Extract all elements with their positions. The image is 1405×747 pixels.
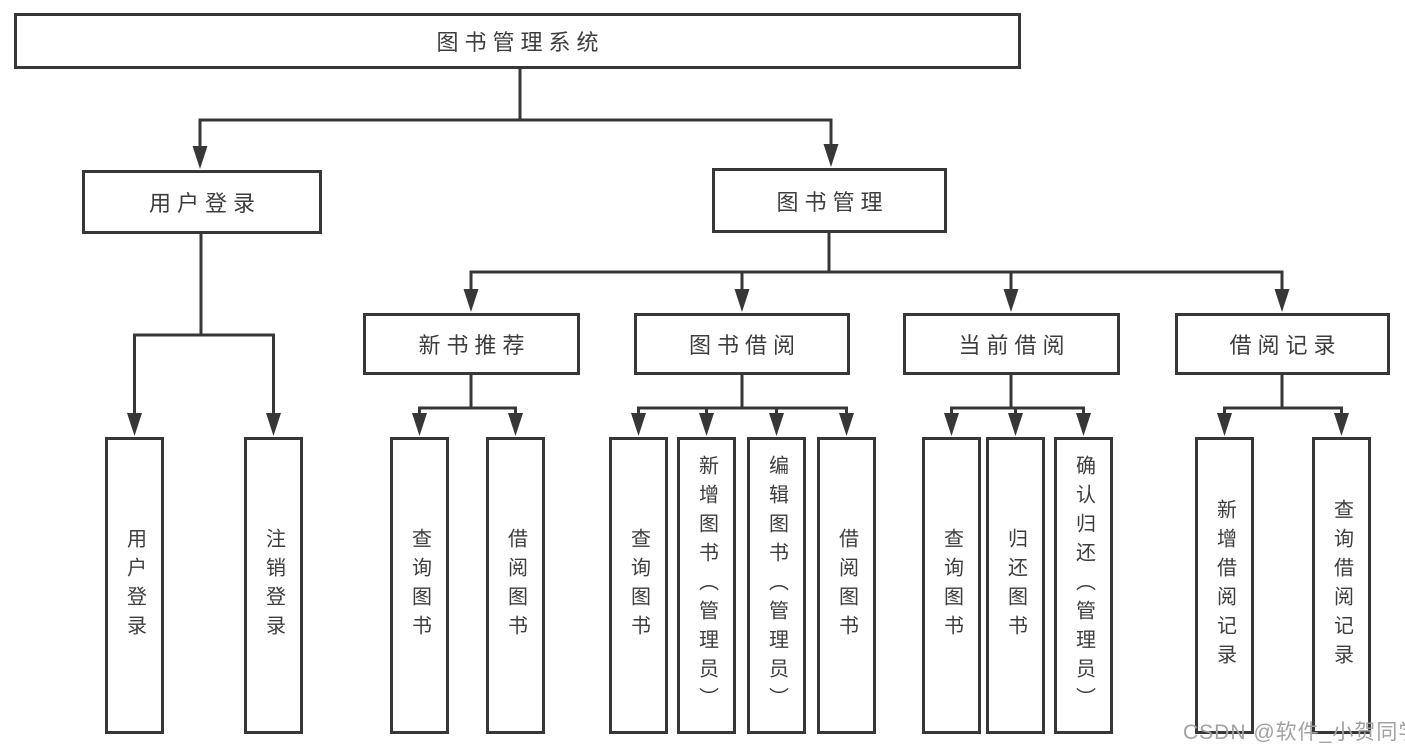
node-new-book-recommend: 新书推荐	[363, 313, 580, 375]
node-user-login: 用户登录	[82, 170, 322, 234]
node-query-books-recommend-label: 查询图书	[408, 527, 431, 644]
arrow-icon	[127, 413, 142, 436]
node-borrow-books-recommend-label: 借阅图书	[504, 527, 527, 644]
connector-user-login-group	[133, 234, 275, 420]
connector-new-book-group	[418, 375, 517, 420]
node-logout-label: 注销登录	[262, 527, 285, 644]
arrow-icon	[266, 413, 281, 436]
node-borrow-books-recommend: 借阅图书	[486, 437, 545, 734]
connector-borrow-group	[637, 375, 848, 420]
arrow-icon	[1003, 289, 1019, 312]
node-return-book-label: 归还图书	[1004, 527, 1027, 644]
node-user-login-label: 用户登录	[148, 191, 261, 216]
node-edit-book-admin: 编辑图书（管理员）	[747, 437, 806, 734]
node-borrow-books-borrow-label: 借阅图书	[835, 527, 858, 644]
csdn-watermark: CSDN @软件_小贺同学	[1183, 721, 1405, 744]
node-root-label: 图书管理系统	[436, 30, 605, 55]
connector-record-group	[1223, 375, 1343, 420]
node-add-borrow-record-label: 新增借阅记录	[1213, 498, 1236, 673]
node-book-borrowing-label: 图书借阅	[688, 333, 801, 358]
node-new-book-recommend-label: 新书推荐	[418, 333, 531, 358]
arrow-icon	[508, 413, 523, 436]
node-confirm-return-admin: 确认归还（管理员）	[1054, 437, 1113, 734]
connector-current-group	[950, 375, 1085, 420]
node-borrowing-records: 借阅记录	[1175, 313, 1390, 375]
node-query-books-current: 查询图书	[922, 437, 981, 734]
node-user-login-leaf-label: 用户登录	[123, 527, 146, 644]
node-user-login-leaf: 用户登录	[105, 437, 164, 734]
arrow-icon	[944, 413, 959, 436]
arrow-icon	[699, 413, 714, 436]
node-add-book-admin: 新增图书（管理员）	[677, 437, 736, 734]
node-query-borrow-record-label: 查询借阅记录	[1330, 498, 1353, 673]
arrow-icon	[1008, 413, 1023, 436]
node-current-borrowing: 当前借阅	[903, 313, 1120, 375]
node-book-management: 图书管理	[712, 168, 947, 233]
arrow-icon	[463, 289, 479, 312]
node-current-borrowing-label: 当前借阅	[958, 333, 1071, 358]
connector-book-mgmt-group	[469, 233, 1284, 296]
arrow-icon	[734, 289, 750, 312]
arrow-icon	[1334, 413, 1349, 436]
node-return-book: 归还图书	[986, 437, 1045, 734]
arrow-icon	[823, 144, 839, 167]
arrow-icon	[412, 413, 427, 436]
arrow-icon	[839, 413, 854, 436]
arrow-icon	[1274, 289, 1290, 312]
node-query-books-current-label: 查询图书	[940, 527, 963, 644]
node-borrow-books-borrow: 借阅图书	[817, 437, 876, 734]
node-edit-book-admin-label: 编辑图书（管理员）	[765, 455, 788, 716]
arrow-icon	[1217, 413, 1232, 436]
arrow-icon	[192, 146, 208, 169]
arrow-icon	[631, 413, 646, 436]
node-query-books-borrow-label: 查询图书	[627, 527, 650, 644]
node-query-books-borrow: 查询图书	[609, 437, 668, 734]
node-logout: 注销登录	[244, 437, 303, 734]
node-query-borrow-record: 查询借阅记录	[1312, 437, 1371, 734]
node-confirm-return-admin-label: 确认归还（管理员）	[1072, 455, 1095, 716]
node-book-management-label: 图书管理	[776, 189, 889, 215]
node-book-borrowing: 图书借阅	[634, 313, 850, 375]
node-root: 图书管理系统	[14, 13, 1021, 69]
node-query-books-recommend: 查询图书	[390, 437, 449, 734]
node-add-book-admin-label: 新增图书（管理员）	[695, 455, 718, 716]
connector-root	[198, 69, 833, 150]
arrow-icon	[769, 413, 784, 436]
arrow-icon	[1076, 413, 1091, 436]
node-add-borrow-record: 新增借阅记录	[1195, 437, 1254, 734]
node-borrowing-records-label: 借阅记录	[1229, 333, 1342, 358]
